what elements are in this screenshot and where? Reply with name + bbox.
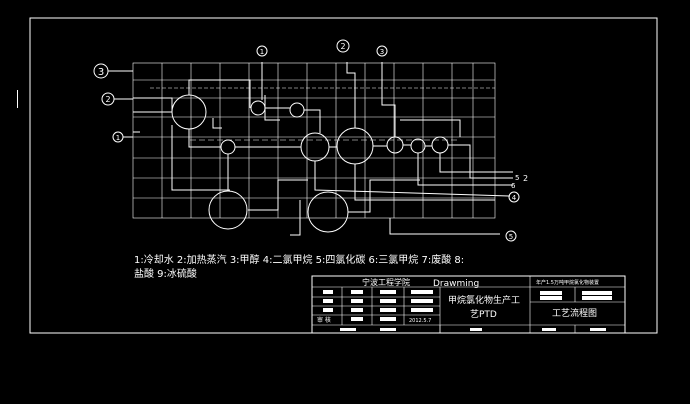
school-name: 宁波工程学院: [362, 277, 410, 287]
pump-3: [220, 139, 236, 155]
legend-line-2: 盐酸 9:冰硫酸: [134, 267, 197, 280]
process-piping: [133, 62, 513, 236]
process-vessels: [171, 94, 449, 233]
pump-1: [250, 100, 266, 116]
vessel-reactor-2: [208, 190, 248, 230]
callout-right-5: 5: [515, 174, 519, 182]
drawing-name: 工艺流程图: [552, 307, 597, 319]
legend-line-1: 1:冷却水 2:加热蒸汽 3:甲醇 4:二氯甲烷 5:四氯化碳 6:三氯甲烷 7…: [134, 253, 464, 266]
callouts-left: 3 2 1: [93, 63, 133, 143]
callout-top-1: 1: [260, 48, 264, 56]
pump-6: [431, 136, 449, 154]
pump-4: [386, 136, 404, 154]
project-title-line-2: 艺PTD: [470, 309, 497, 320]
callouts-top: 1 2 3: [256, 39, 388, 57]
callout-right-2: 2: [523, 174, 528, 183]
vessel-reactor-1: [171, 94, 207, 130]
cad-cursor-mark: [17, 90, 18, 108]
callout-left-1: 1: [116, 134, 120, 142]
project-title-line-1: 甲烷氯化物生产工: [448, 294, 520, 306]
layout-grid: [132, 62, 496, 219]
title-block: 宁波工程学院 Drawming 年产1.5万吨甲烷氯化物装置 甲烷氯化物生产工 …: [311, 275, 626, 334]
callout-right-4: 4: [512, 194, 517, 202]
callout-right-5b: 5: [509, 233, 513, 241]
review-label: 审 核: [317, 316, 331, 324]
top-right-note: 年产1.5万吨甲烷氯化物装置: [536, 279, 599, 286]
date-field: 2012.5.7: [409, 318, 431, 324]
vessel-column-2: [336, 127, 374, 165]
callout-top-2: 2: [340, 42, 345, 51]
callout-top-3: 3: [380, 48, 384, 56]
callouts-right: 2 5 6 4 5: [505, 174, 528, 242]
callout-left-2: 2: [105, 95, 110, 104]
callout-left-3: 3: [98, 67, 104, 78]
pump-2: [289, 102, 305, 118]
callout-right-6: 6: [511, 182, 516, 190]
brand-name: Drawming: [433, 279, 479, 289]
